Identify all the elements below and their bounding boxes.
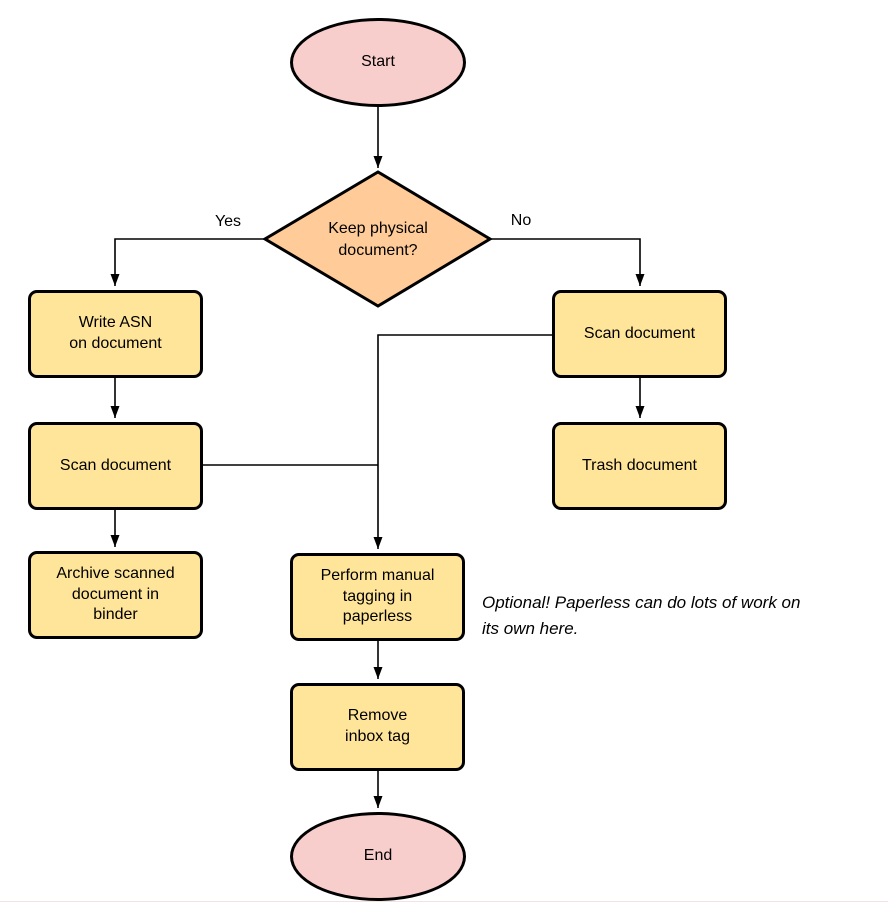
edge-decision-no-to-scan-right [490,238,645,286]
node-scan-document-left-label: Scan document [59,456,172,474]
node-scan-document-right-label: Scan document [583,324,696,342]
node-archive-in-binder: Archive scanned document in binder [28,551,203,639]
node-decision-label: Keep physical document? [328,220,428,259]
node-scan-document-left: Scan document [28,422,203,510]
node-archive-in-binder-label: Archive scanned document in binder [56,564,175,624]
node-manual-tagging: Perform manual tagging in paperless [290,553,465,641]
node-start: Start [290,18,466,107]
edge-scan-right-to-tagging [373,334,552,549]
node-remove-inbox-tag: Remove inbox tag [290,683,465,771]
node-start-label: Start [361,53,395,71]
node-trash-document: Trash document [552,422,727,510]
page-edge-line [0,901,888,902]
node-end-label: End [363,847,393,865]
node-scan-document-right: Scan document [552,290,727,378]
edge-label-no: No [510,212,532,229]
node-manual-tagging-label: Perform manual tagging in paperless [320,566,435,626]
node-write-asn-label: Write ASN on document [69,314,162,352]
node-write-asn: Write ASN on document [28,290,203,378]
node-trash-document-label: Trash document [581,456,697,474]
edge-label-yes: Yes [214,213,242,230]
annotation-optional-note: Optional! Paperless can do lots of work … [482,593,801,639]
edge-decision-yes-to-write-asn [110,238,265,286]
node-end: End [290,812,466,901]
node-remove-inbox-tag-label: Remove inbox tag [345,707,410,745]
